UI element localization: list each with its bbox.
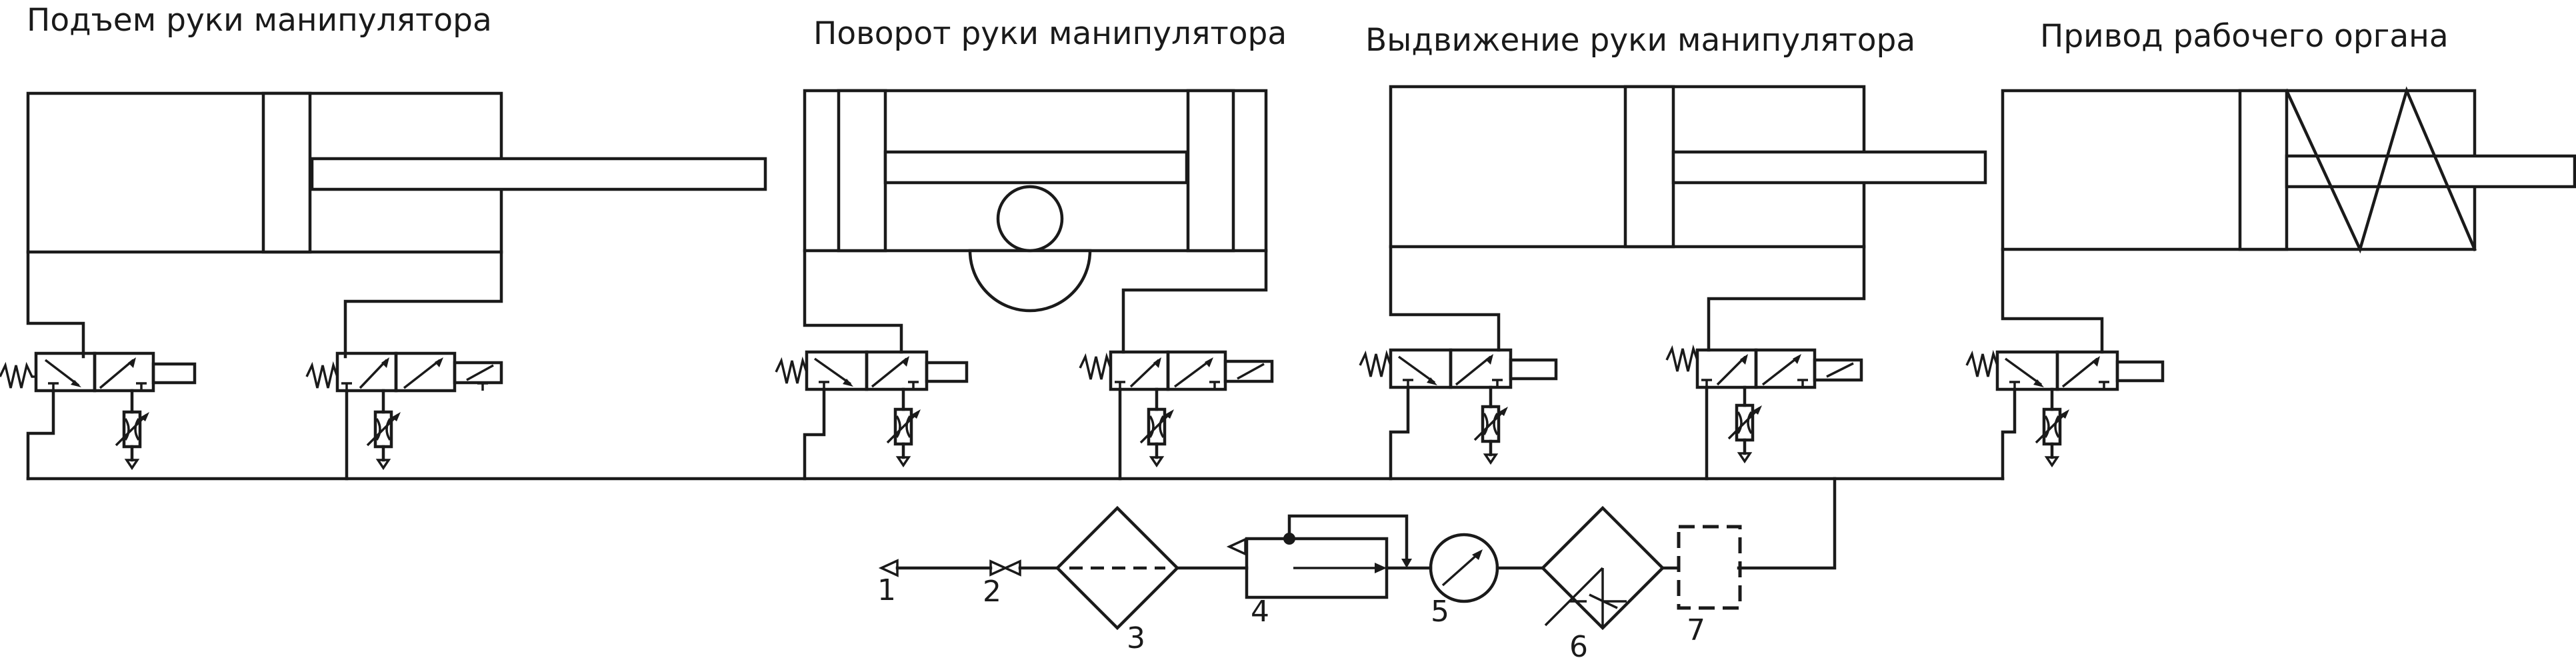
filter-icon: [1055, 505, 1180, 631]
throttle-valve-icon: [115, 389, 149, 471]
directional-valve-7: [1965, 349, 2165, 391]
cylinder-arm-rotation: [803, 89, 1268, 313]
component-number-7: 7: [1687, 613, 1705, 647]
spring-icon: [1965, 349, 1999, 377]
cylinder-arm-extension: [1389, 85, 1987, 249]
spring-icon: [1359, 349, 1392, 377]
shutoff-valve-icon: [989, 559, 1021, 577]
air-preparation-unit: [878, 505, 1742, 631]
pressure-regulator-icon: [1226, 514, 1412, 599]
spring-icon: [1079, 352, 1112, 380]
component-number-5: 5: [1431, 595, 1449, 629]
throttle-valve-icon: [1727, 385, 1762, 464]
title-work-tool-drive: Привод рабочего органа: [2040, 18, 2449, 55]
lubricator-icon: [1540, 505, 1665, 631]
pressure-gauge-icon: [1429, 533, 1499, 603]
rotation-gear-housing: [968, 249, 1092, 313]
component-number-2: 2: [983, 575, 1001, 609]
spring-icon: [0, 361, 36, 389]
throttle-valve-icon: [366, 389, 401, 471]
directional-valve-6: [1665, 344, 1863, 389]
exhaust-throttles: [115, 385, 2069, 471]
spring-icon: [775, 356, 808, 384]
spring-icon: [1665, 344, 1699, 372]
throttle-valve-icon: [2035, 387, 2069, 468]
component-numbers: 1 2 3 4 5 6 7: [877, 573, 1705, 658]
pinion-gear: [996, 185, 1064, 253]
dashed-component-icon: [1677, 525, 1742, 610]
throttle-valve-icon: [1139, 387, 1174, 468]
directional-valve-4: [1079, 350, 1274, 391]
component-number-3: 3: [1127, 621, 1145, 655]
pressure-manifold: [26, 385, 2017, 570]
directional-valve-3: [775, 350, 969, 391]
directional-valve-2: [305, 351, 503, 393]
return-spring: [2285, 86, 2477, 254]
component-number-1: 1: [877, 573, 896, 607]
spring-icon: [305, 361, 339, 389]
directional-valve-5: [1359, 348, 1558, 389]
component-number-6: 6: [1569, 630, 1588, 658]
component-number-4: 4: [1251, 595, 1269, 629]
title-arm-rotation: Поворот руки манипулятора: [813, 15, 1287, 52]
throttle-valve-icon: [886, 387, 921, 468]
cylinder-arm-lift: [26, 91, 767, 254]
title-arm-extension: Выдвижение руки манипулятора: [1365, 22, 1915, 59]
title-arm-lift: Подъем руки манипулятора: [27, 2, 492, 39]
directional-valve-1: [0, 351, 197, 393]
cylinder-supply-lines: [26, 245, 2104, 359]
throttle-valve-icon: [1473, 385, 1508, 465]
cylinder-work-tool: [2001, 86, 2576, 254]
